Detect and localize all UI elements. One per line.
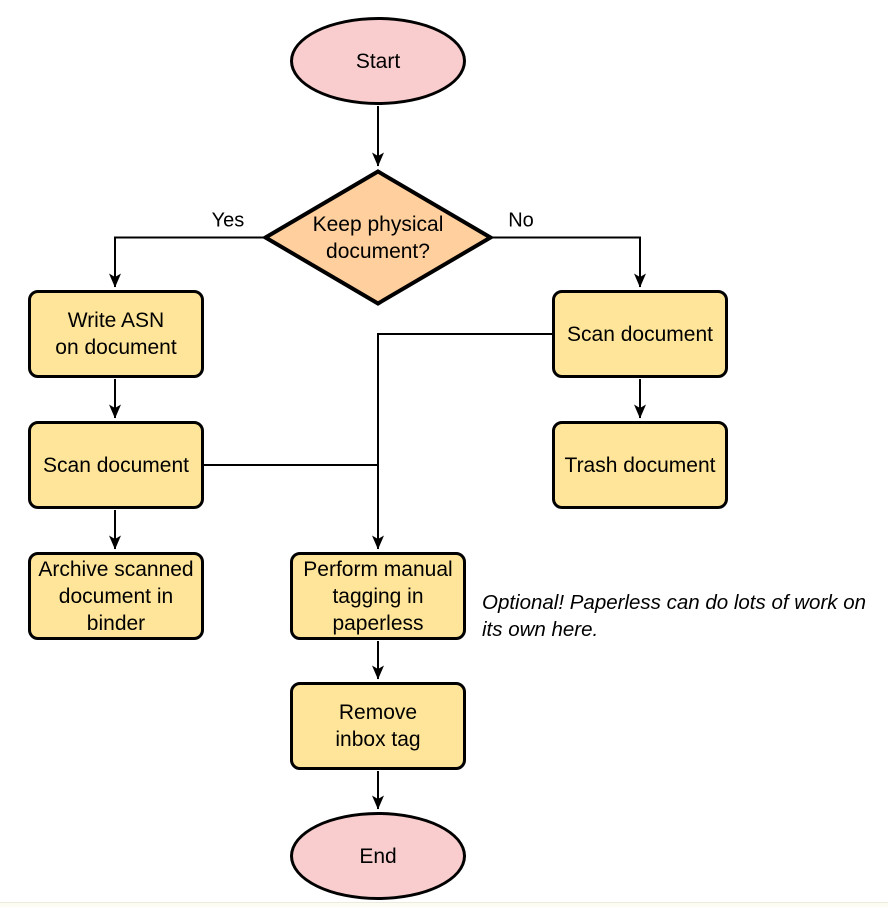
node-trash-document: Trash document <box>552 421 728 509</box>
page-bottom-edge <box>0 902 888 907</box>
node-keep-physical-decision: Keep physical document? <box>263 169 493 306</box>
node-manual-tagging-label: Perform manual tagging in paperless <box>303 557 453 635</box>
node-write-asn: Write ASN on document <box>28 290 204 378</box>
node-scan-document-left-label: Scan document <box>43 453 189 477</box>
node-write-asn-label: Write ASN on document <box>55 309 177 359</box>
node-end-label: End <box>359 844 397 868</box>
node-start: Start <box>290 17 466 105</box>
optional-note: Optional! Paperless can do lots of work … <box>482 591 867 641</box>
node-start-label: Start <box>355 49 401 73</box>
node-keep-physical-label: Keep physical document? <box>312 212 444 263</box>
node-scan-document-right-label: Scan document <box>567 322 713 346</box>
node-remove-inbox-tag: Remove inbox tag <box>290 682 466 770</box>
node-scan-document-right: Scan document <box>552 290 728 378</box>
node-remove-inbox-tag-label: Remove inbox tag <box>335 701 421 751</box>
node-end: End <box>290 812 466 900</box>
node-archive-binder-label: Archive scanned document in binder <box>38 557 194 635</box>
edge-label-yes: Yes <box>209 209 247 233</box>
edge-decision-yes <box>109 236 266 288</box>
node-scan-document-left: Scan document <box>28 421 204 509</box>
diamond-shape <box>263 169 493 306</box>
node-archive-binder: Archive scanned document in binder <box>28 552 204 640</box>
edge-decision-no <box>490 236 646 288</box>
edge-label-no: No <box>506 209 536 233</box>
edge-scanright-to-tagging <box>372 333 552 550</box>
node-trash-document-label: Trash document <box>564 453 716 477</box>
node-manual-tagging: Perform manual tagging in paperless <box>290 552 466 640</box>
